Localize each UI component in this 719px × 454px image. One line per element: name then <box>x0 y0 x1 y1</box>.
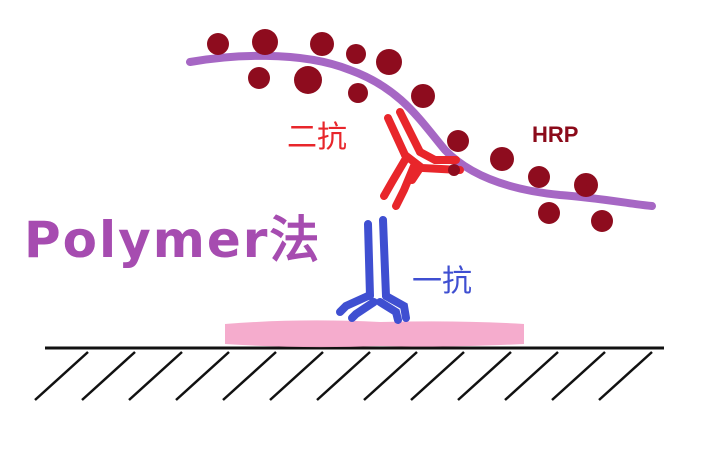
hrp-label: HRP <box>532 122 579 147</box>
primary-antibody-label: 一抗 <box>412 264 472 299</box>
hrp-dot <box>538 202 560 224</box>
hrp-dot <box>490 147 514 171</box>
hrp-dot <box>528 166 550 188</box>
method-title: Polymer法 <box>24 211 322 269</box>
substrate-surface <box>34 346 664 401</box>
substrate-hatching <box>34 351 653 401</box>
hrp-dot <box>248 67 270 89</box>
hrp-dot <box>411 84 435 108</box>
primary-antibody <box>336 216 410 324</box>
polymer-chain <box>186 51 656 210</box>
hrp-dot <box>447 130 469 152</box>
hrp-dot <box>591 210 613 232</box>
hrp-dot <box>376 49 402 75</box>
hrp-dot <box>577 178 587 188</box>
hrp-dot <box>310 32 334 56</box>
secondary-antibody-label: 二抗 <box>287 120 347 155</box>
hrp-dot <box>252 29 278 55</box>
secondary-antibody <box>380 108 464 210</box>
hrp-enzymes <box>207 29 613 232</box>
antigen-band <box>225 320 524 348</box>
hrp-dot <box>448 164 460 176</box>
hrp-dot <box>346 44 366 64</box>
hrp-dot <box>348 83 368 103</box>
hrp-dot <box>207 33 229 55</box>
hrp-dot <box>294 66 322 94</box>
